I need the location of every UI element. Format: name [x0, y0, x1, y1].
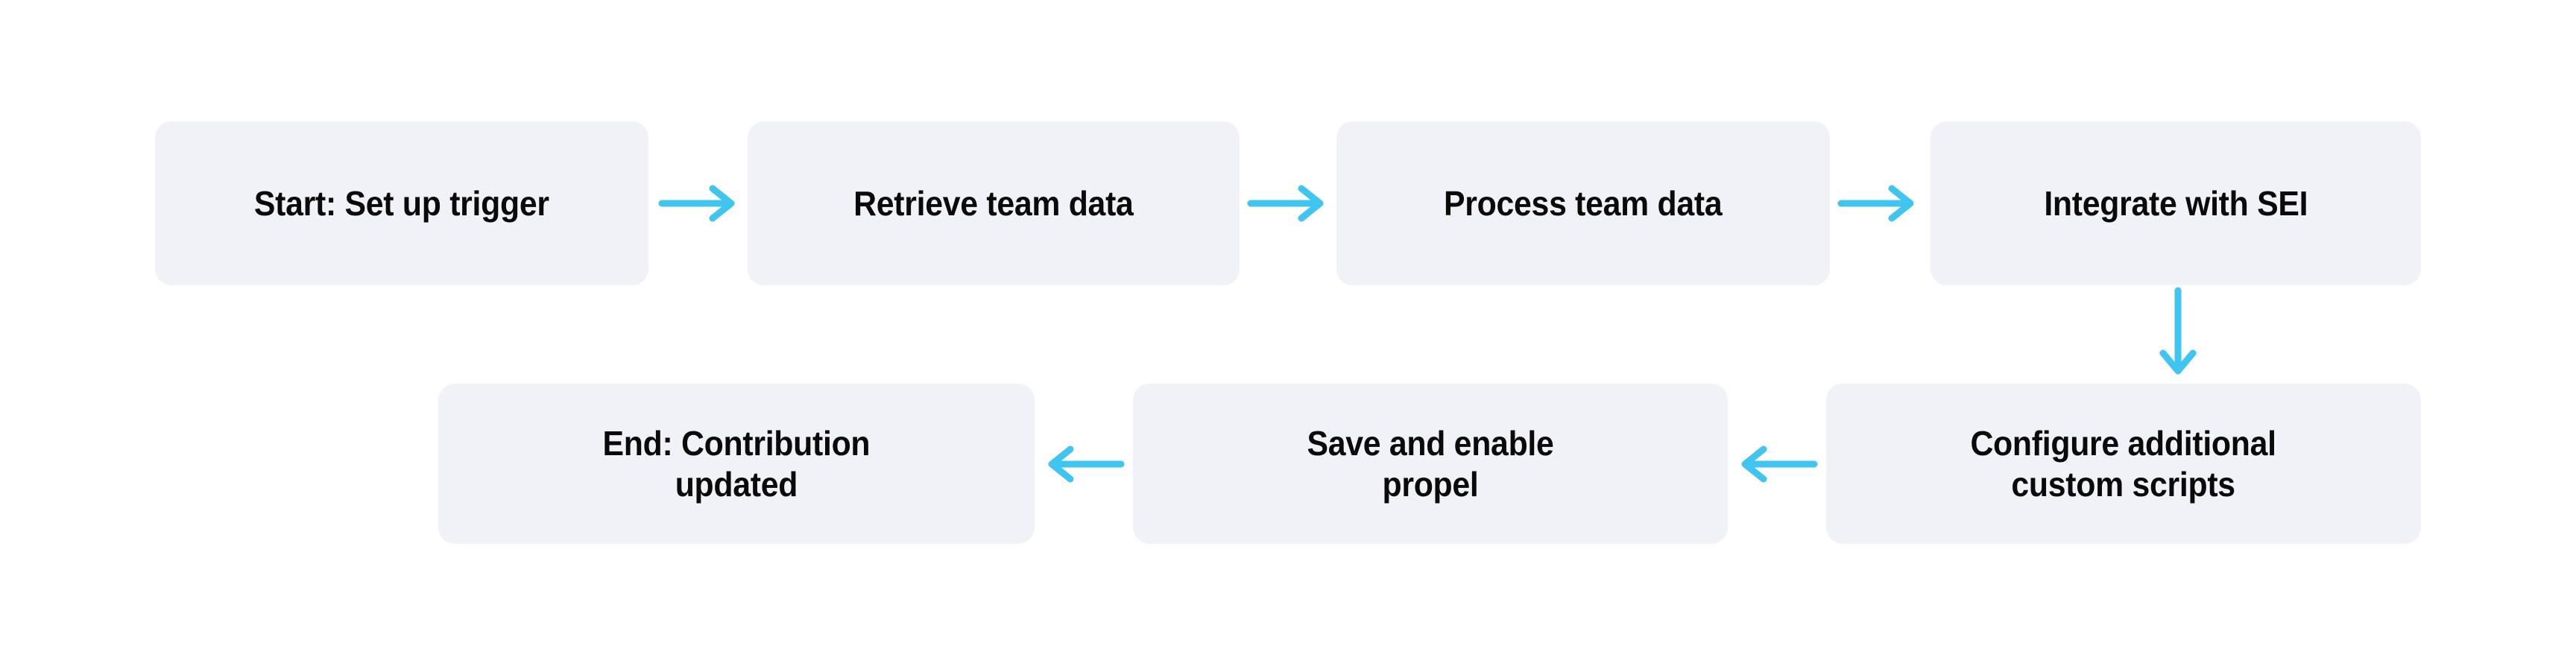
flow-node-save-label: Save and enable propel: [1307, 424, 1554, 504]
arrow-save-to-end-icon: [1045, 446, 1125, 483]
arrow-process-to-integrate-icon: [1837, 185, 1917, 222]
flow-node-end-label: End: Contribution updated: [602, 424, 871, 504]
arrow-configure-to-save-icon: [1738, 446, 1818, 483]
flow-node-start-label: Start: Set up trigger: [254, 183, 549, 223]
flow-node-start[interactable]: Start: Set up trigger: [155, 121, 648, 285]
flow-node-save-and-enable-propel[interactable]: Save and enable propel: [1133, 384, 1728, 544]
flow-node-retrieve-label: Retrieve team data: [853, 183, 1134, 223]
flow-node-configure-label: Configure additional custom scripts: [1970, 424, 2277, 504]
flow-node-process-team-data[interactable]: Process team data: [1336, 121, 1830, 285]
flow-node-end-contribution-updated[interactable]: End: Contribution updated: [438, 384, 1035, 544]
flow-node-retrieve-team-data[interactable]: Retrieve team data: [748, 121, 1240, 285]
flow-node-process-label: Process team data: [1444, 183, 1723, 223]
arrow-retrieve-to-process-icon: [1247, 185, 1327, 222]
flow-node-configure-custom-scripts[interactable]: Configure additional custom scripts: [1826, 384, 2421, 544]
flow-node-integrate-with-sei[interactable]: Integrate with SEI: [1931, 121, 2421, 285]
arrow-start-to-retrieve-icon: [658, 185, 738, 222]
arrow-integrate-to-configure-icon: [2159, 287, 2197, 377]
flow-node-integrate-label: Integrate with SEI: [2044, 183, 2308, 223]
